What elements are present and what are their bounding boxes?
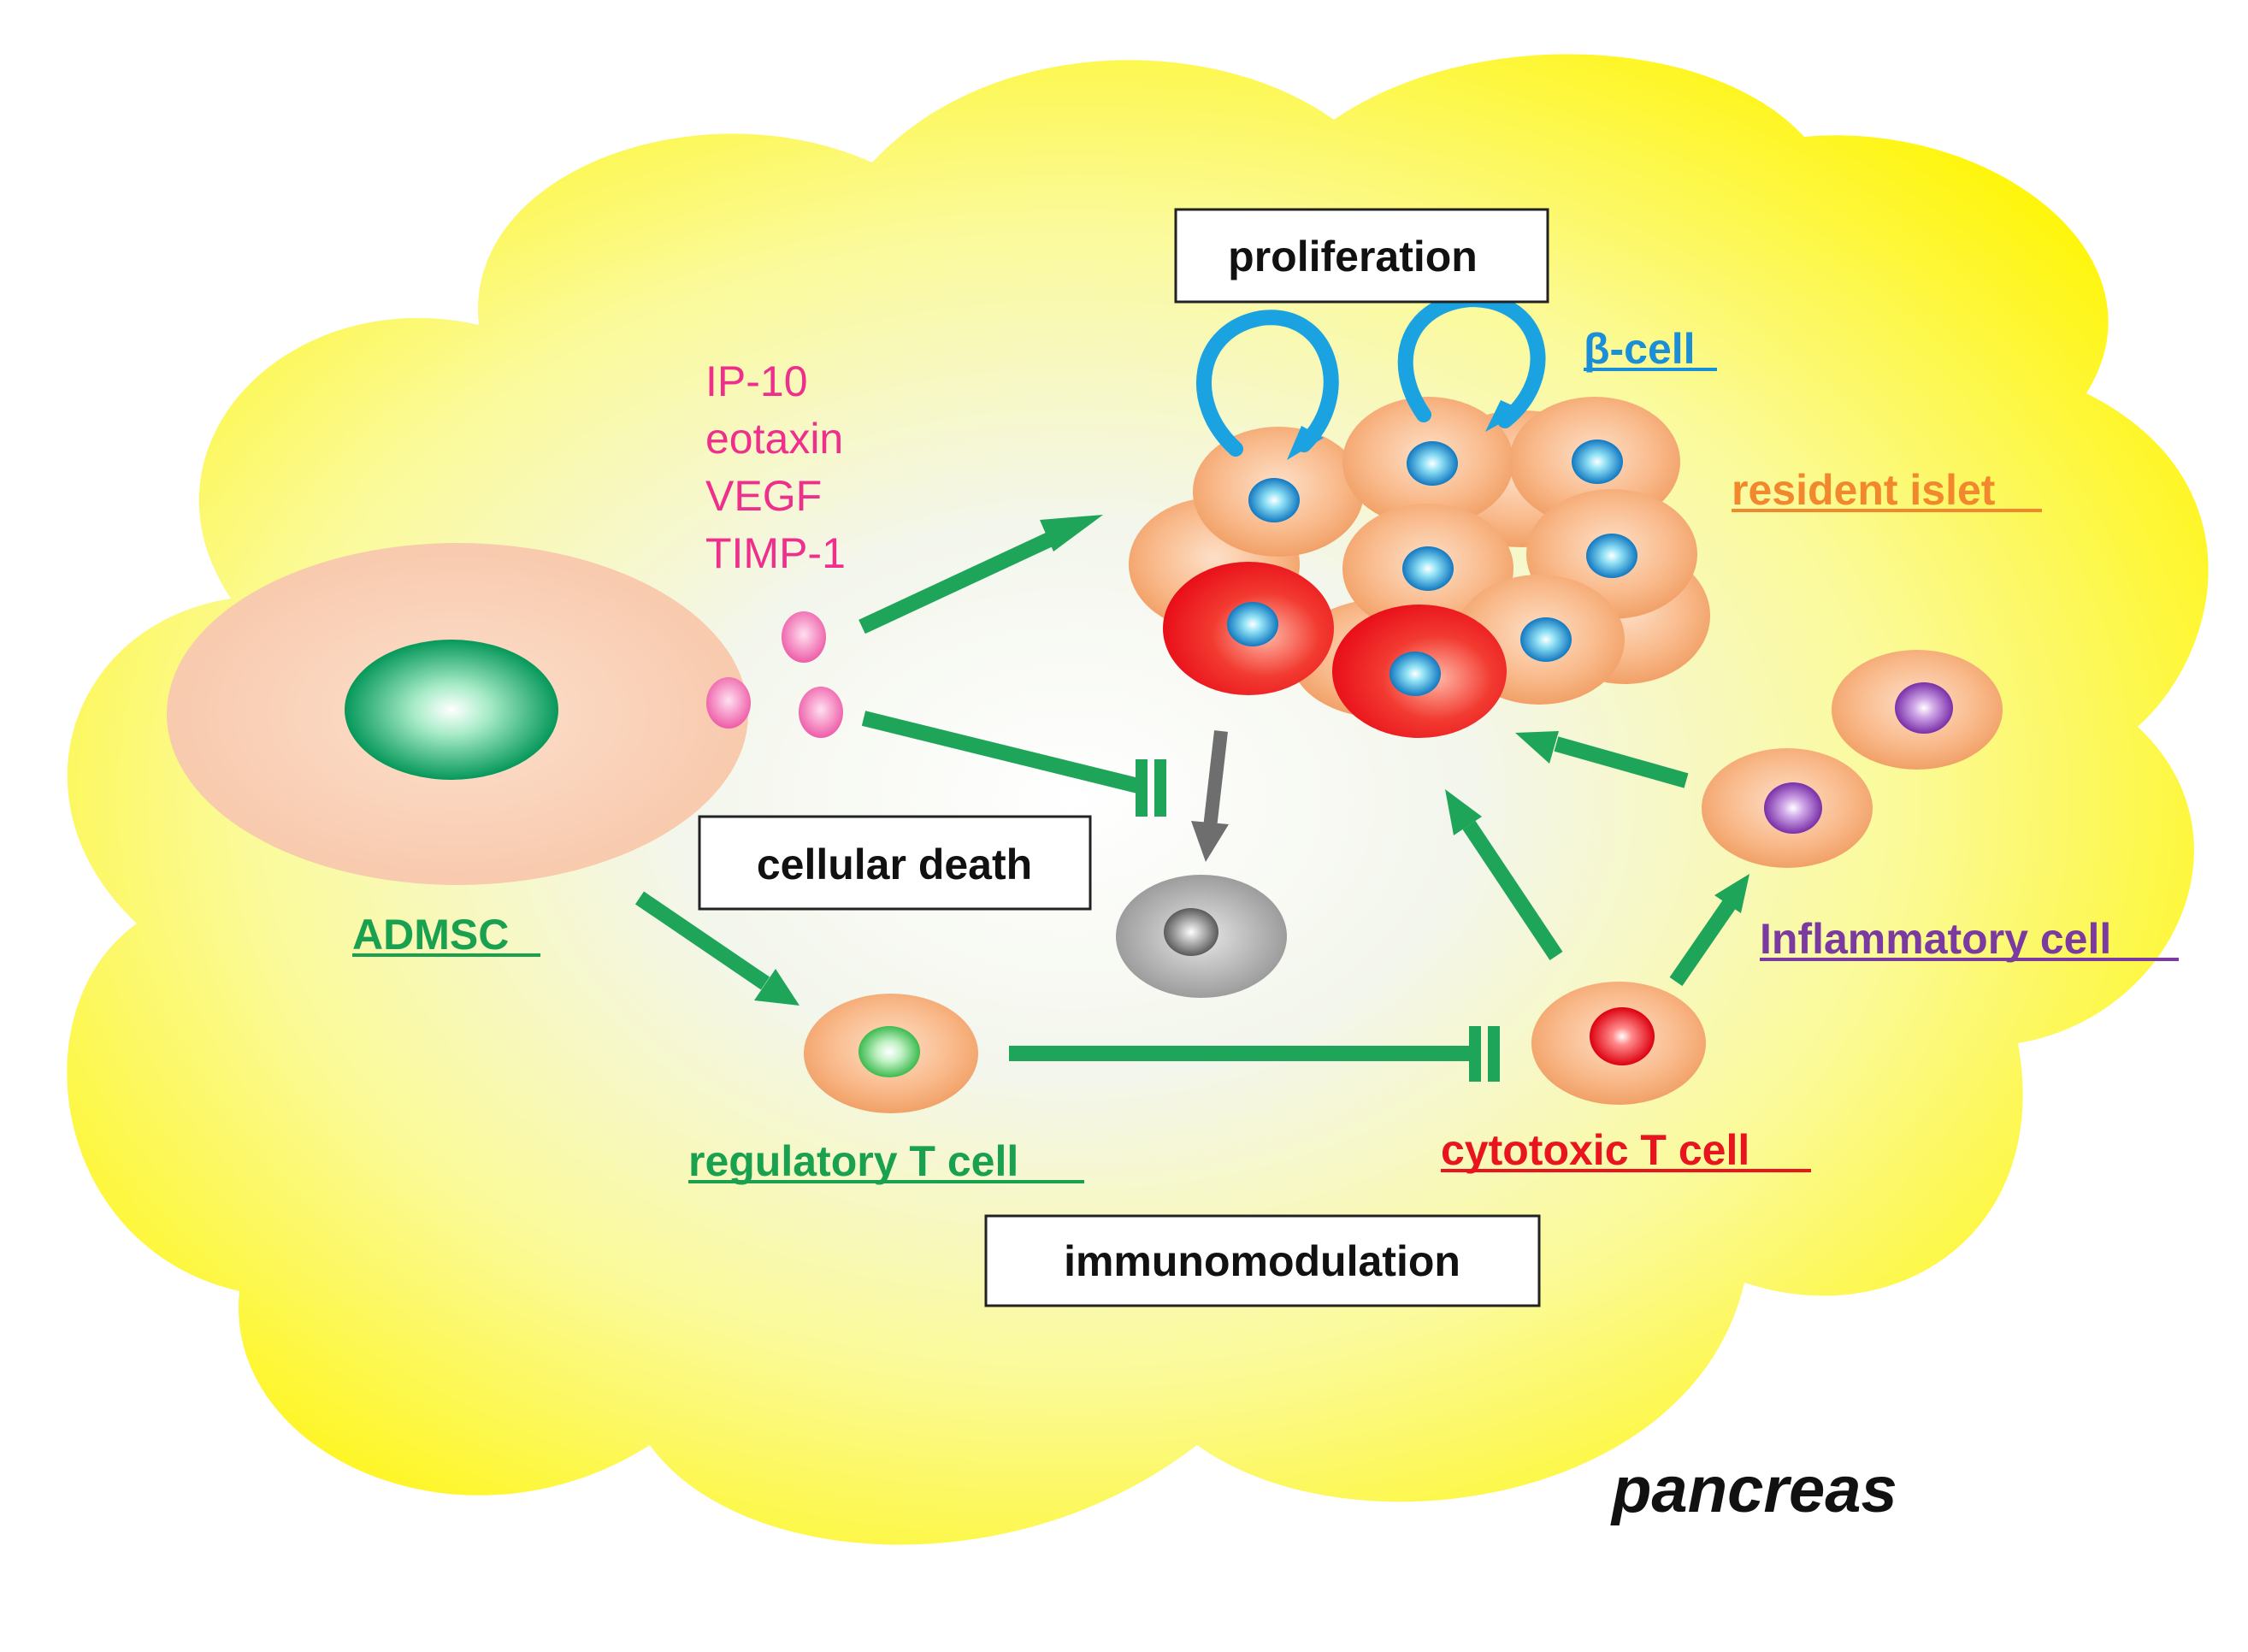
secreted-factor-list: IP-10 eotaxin VEGF TIMP-1	[705, 357, 846, 577]
renewal-arrowhead-icon	[1287, 426, 1324, 460]
inflammatory-cells	[1702, 650, 2003, 868]
admsc-label: ADMSC	[352, 911, 509, 959]
factor-timp1: TIMP-1	[705, 529, 846, 577]
cellular-death-label: cellular death	[757, 841, 1032, 888]
beta-cell-nucleus	[1520, 617, 1572, 662]
beta-cell-nucleus	[1572, 440, 1623, 484]
arrow-cytotoxic-to-islet	[1462, 821, 1563, 960]
cytotoxic-t-cell	[1531, 982, 1706, 1105]
admsc-nucleus	[345, 640, 558, 780]
death-arrowhead-icon	[1191, 821, 1229, 862]
arrowhead-icon	[1515, 731, 1559, 764]
inflammatory-cell-nucleus	[1895, 682, 1953, 734]
cellular-death-box: cellular death	[698, 815, 1092, 911]
factor-eotaxin: eotaxin	[705, 415, 843, 463]
admsc-cell	[167, 543, 748, 885]
dead-cell-nucleus	[1164, 908, 1218, 956]
resident-islet-label: resident islet	[1732, 466, 1996, 514]
cell-labels: β-cell resident islet ADMSC regulatory T…	[352, 325, 2179, 1185]
inflammatory-cell-nucleus	[1764, 782, 1822, 834]
factor-ip10: IP-10	[705, 357, 808, 405]
inhibit-admsc-to-cellular-death	[861, 711, 1144, 794]
regulatory-t-cell-nucleus	[858, 1026, 920, 1077]
arrowhead-icon	[1040, 515, 1103, 552]
immunomodulation-box: immunomodulation	[984, 1214, 1541, 1307]
resident-islet-cluster	[1129, 397, 1710, 738]
secreted-factor-particles	[706, 611, 843, 738]
arrowhead-icon	[1445, 789, 1482, 835]
beta-cell-label: β-cell	[1584, 325, 1696, 373]
proliferation-label: proliferation	[1228, 233, 1478, 280]
pancreas-label: pancreas	[1610, 1454, 1897, 1526]
cytotoxic-t-cell-label: cytotoxic T cell	[1441, 1126, 1749, 1174]
cytotoxic-t-cell-nucleus	[1590, 1007, 1655, 1065]
beta-cell-nucleus	[1390, 652, 1441, 696]
death-arrow	[1191, 730, 1229, 862]
dead-cell	[1116, 875, 1287, 998]
factor-vegf: VEGF	[705, 472, 822, 520]
beta-cell-nucleus	[1407, 441, 1458, 486]
beta-cell-nucleus	[1402, 546, 1454, 591]
beta-cell-nucleus	[1248, 478, 1300, 522]
arrow-admsc-to-regulatory-t-cell	[634, 891, 770, 990]
beta-cell-nucleus	[1586, 534, 1637, 578]
arrow-cytotoxic-to-inflammatory	[1669, 900, 1736, 987]
arrowhead-icon	[754, 969, 799, 1006]
inflammatory-cell-label: Inflammatory cell	[1760, 915, 2111, 963]
arrowhead-icon	[1714, 874, 1749, 913]
renewal-arrowhead-icon	[1485, 400, 1524, 432]
pathway-arrows	[634, 527, 1736, 1061]
beta-cell-nucleus	[1227, 602, 1278, 646]
regulatory-t-cell-label: regulatory T cell	[688, 1137, 1018, 1185]
arrow-inflammatory-to-islet	[1554, 736, 1689, 788]
arrow-admsc-to-proliferation	[858, 527, 1064, 634]
regulatory-t-cell	[804, 994, 978, 1113]
proliferation-box: proliferation	[1174, 208, 1549, 304]
immunomodulation-label: immunomodulation	[1064, 1237, 1460, 1285]
